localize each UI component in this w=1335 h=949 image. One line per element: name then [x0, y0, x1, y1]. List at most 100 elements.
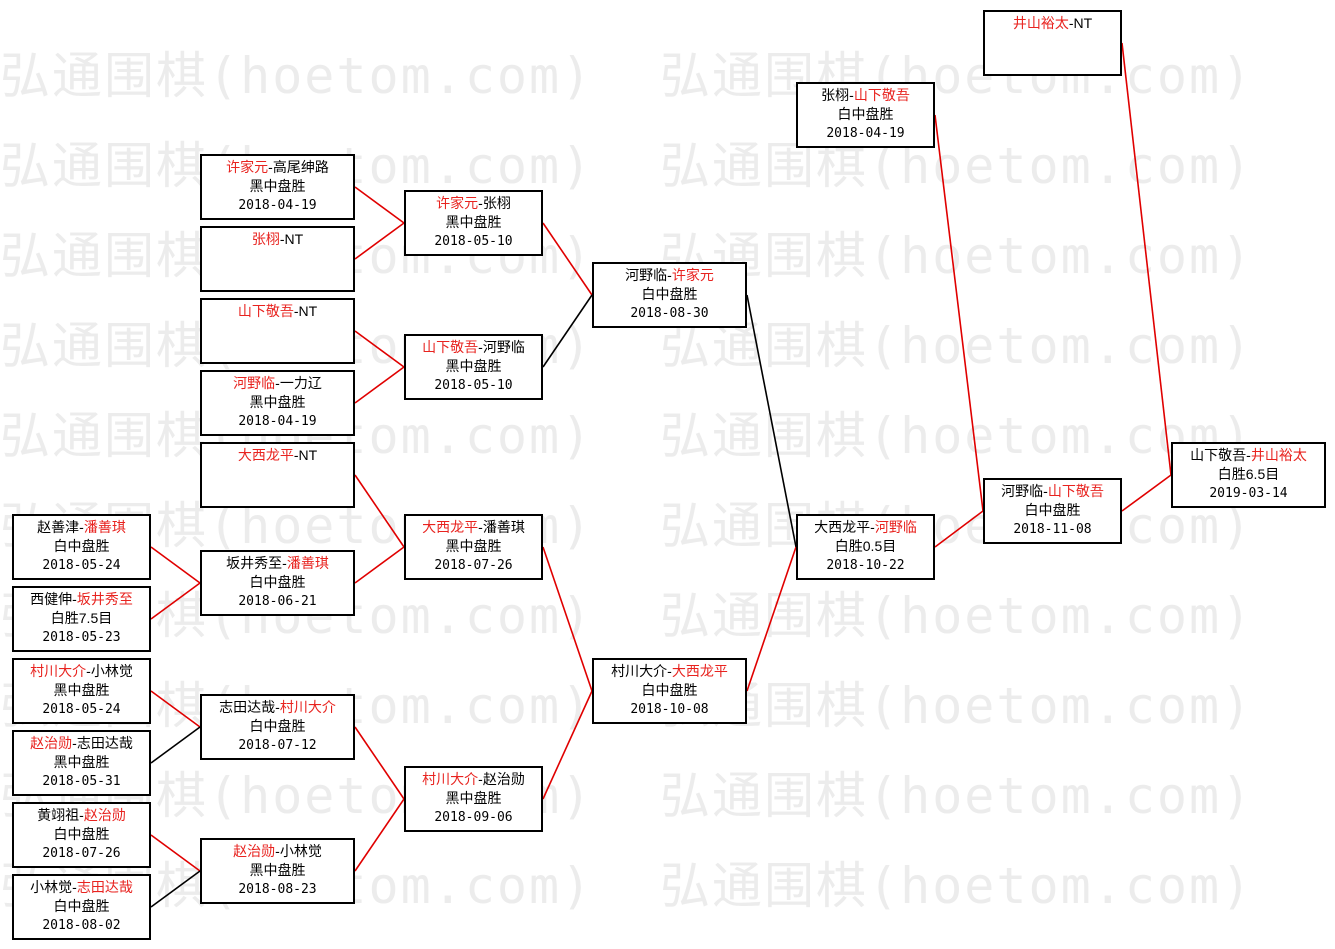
- match-date: 2018-10-22: [826, 558, 905, 573]
- player-white: 赵治勋: [83, 807, 126, 823]
- player-black: 大西龙平: [422, 519, 479, 535]
- match-box[interactable]: 张栩-NT: [200, 226, 355, 292]
- match-players: 黄翊祖-赵治勋: [14, 806, 149, 825]
- bracket-line: [354, 222, 405, 260]
- match-players: 大西龙平-河野临: [798, 518, 933, 537]
- match-date: 2018-05-23: [42, 630, 121, 645]
- match-result: 白中盘胜: [1024, 502, 1081, 518]
- watermark-text: 弘通围棋(hoetom.com): [660, 317, 1254, 375]
- match-date: 2018-04-19: [826, 126, 905, 141]
- bracket-line: [354, 366, 405, 404]
- player-white: 山下敬吾: [1047, 483, 1104, 499]
- player-black: 河野临: [233, 375, 276, 391]
- match-players: 山下敬吾-河野临: [406, 338, 541, 357]
- match-players: 大西龙平-潘善琪: [406, 518, 541, 537]
- match-result: 白胜7.5目: [50, 610, 113, 626]
- match-players: 村川大介-大西龙平: [594, 662, 745, 681]
- match-result: 黑中盘胜: [445, 214, 502, 230]
- match-result: 黑中盘胜: [53, 682, 110, 698]
- match-date: 2018-08-23: [238, 882, 317, 897]
- watermark-text: 弘通围棋(hoetom.com): [660, 587, 1254, 645]
- player-black: 山下敬吾: [422, 339, 479, 355]
- match-players: 许家元-高尾绅路: [202, 158, 353, 177]
- watermark-text: 弘通围棋(hoetom.com): [660, 677, 1254, 735]
- player-black: 河野临: [1001, 483, 1044, 499]
- player-black: 山下敬吾: [1190, 447, 1247, 463]
- player-white: 张栩: [482, 195, 511, 211]
- match-box[interactable]: 西健伸-坂井秀至白胜7.5目 2018-05-23: [12, 586, 151, 652]
- player-white: 井山裕太: [1250, 447, 1307, 463]
- player-separator: -: [86, 663, 91, 679]
- bracket-line: [354, 186, 405, 224]
- player-separator: -: [268, 159, 273, 175]
- match-players: 许家元-张栩: [406, 194, 541, 213]
- match-result: 白中盘胜: [53, 826, 110, 842]
- match-result: 白中盘胜: [837, 106, 894, 122]
- player-white: 小林觉: [279, 843, 322, 859]
- match-players: 西健伸-坂井秀至: [14, 590, 149, 609]
- match-result: 白中盘胜: [249, 718, 306, 734]
- player-white: 坂井秀至: [76, 591, 133, 607]
- match-players: 张栩-NT: [202, 230, 353, 249]
- match-players: 坂井秀至-潘善琪: [202, 554, 353, 573]
- bracket-line: [934, 510, 984, 548]
- match-players: 村川大介-小林觉: [14, 662, 149, 681]
- player-black: 大西龙平: [814, 519, 871, 535]
- player-black: 赵治勋: [233, 843, 276, 859]
- player-black: 西健伸: [30, 591, 73, 607]
- player-separator: -: [279, 231, 285, 247]
- match-box[interactable]: 山下敬吾-NT: [200, 298, 355, 364]
- player-white: 志田达哉: [76, 879, 133, 895]
- match-box[interactable]: 井山裕太-NT: [983, 10, 1122, 76]
- player-white: NT: [298, 447, 318, 463]
- match-date: 2018-07-12: [238, 738, 317, 753]
- player-white: 小林觉: [90, 663, 133, 679]
- match-result: 白中盘胜: [641, 682, 698, 698]
- match-players: 河野临-一力辽: [202, 374, 353, 393]
- player-black: 张栩: [251, 231, 280, 247]
- match-players: 大西龙平-NT: [202, 446, 353, 465]
- bracket-line: [150, 546, 201, 584]
- match-result: 黑中盘胜: [249, 178, 306, 194]
- player-white: 许家元: [671, 267, 714, 283]
- bracket-line: [354, 330, 405, 368]
- match-date: 2018-08-02: [42, 918, 121, 933]
- match-date: 2018-11-08: [1013, 522, 1092, 537]
- match-box[interactable]: 河野临-山下敬吾白中盘胜 2018-11-08: [983, 478, 1122, 544]
- player-white: 大西龙平: [671, 663, 728, 679]
- player-separator: -: [478, 339, 483, 355]
- match-players: 山下敬吾-井山裕太: [1173, 446, 1324, 465]
- match-box[interactable]: 大西龙平-NT: [200, 442, 355, 508]
- player-separator: -: [275, 843, 280, 859]
- player-white: 一力辽: [279, 375, 322, 391]
- bracket-line: [354, 726, 405, 800]
- player-white: NT: [298, 303, 318, 319]
- bracket-line: [150, 726, 201, 764]
- match-players: 河野临-山下敬吾: [985, 482, 1120, 501]
- match-result: 白中盘胜: [53, 538, 110, 554]
- match-result: 黑中盘胜: [445, 790, 502, 806]
- bracket-line: [1121, 474, 1172, 512]
- player-black: 井山裕太: [1012, 15, 1069, 31]
- bracket-line: [150, 690, 201, 728]
- match-date: 2018-05-24: [42, 558, 121, 573]
